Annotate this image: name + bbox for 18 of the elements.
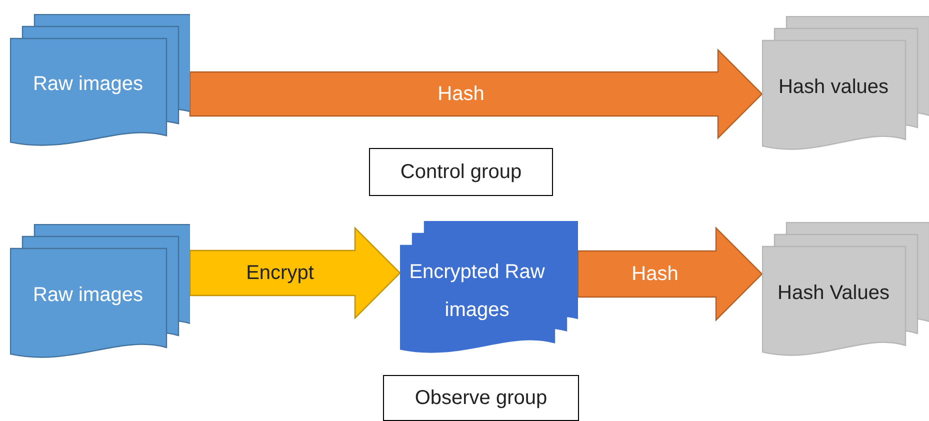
document-stack [400, 221, 578, 353]
block-arrow [189, 226, 401, 320]
block-arrow [577, 226, 763, 322]
node-label: Raw images [32, 282, 144, 308]
document-stack [762, 222, 929, 356]
edge-label: Encrypt [246, 261, 314, 286]
document-stack [10, 224, 190, 358]
document-stack [762, 16, 929, 150]
edge-label: Hash [438, 82, 484, 107]
node-label: Hash values [777, 74, 890, 100]
block-arrow [189, 48, 763, 140]
edge-label: Hash [632, 262, 678, 287]
document-stack [10, 14, 190, 146]
node-label: Raw images [32, 72, 144, 97]
node-label: Hash Values [776, 280, 890, 306]
group-label-box: Control group [369, 148, 553, 196]
group-label-box: Observe group [383, 375, 579, 421]
node-label: Encrypted Raw images [408, 260, 546, 323]
